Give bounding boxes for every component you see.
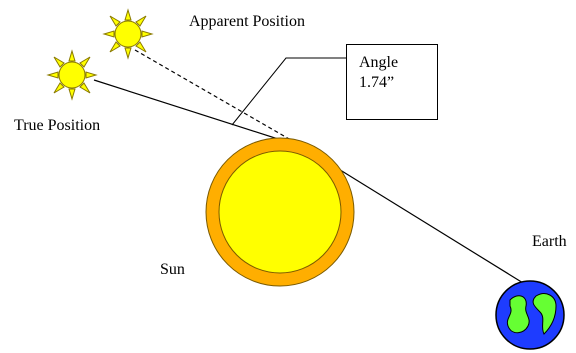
apparent-light-path-dashed-line: [134, 49, 304, 148]
angle-callout-box: Angle 1.74”: [346, 44, 438, 120]
sun-body: [205, 137, 355, 287]
sun-label: Sun: [160, 261, 185, 278]
earth-label: Earth: [532, 233, 567, 250]
angle-title: Angle: [359, 54, 399, 71]
angle-value: 1.74”: [359, 74, 395, 91]
true-position-label: True Position: [14, 117, 101, 134]
apparent-position-label: Apparent Position: [189, 13, 305, 30]
earth-globe-icon: [495, 280, 565, 350]
apparent-position-star-icon: [102, 8, 154, 60]
angle-callout-pointer: [231, 57, 346, 126]
true-position-star-icon: [46, 49, 98, 101]
true-light-path-line: [93, 79, 304, 148]
